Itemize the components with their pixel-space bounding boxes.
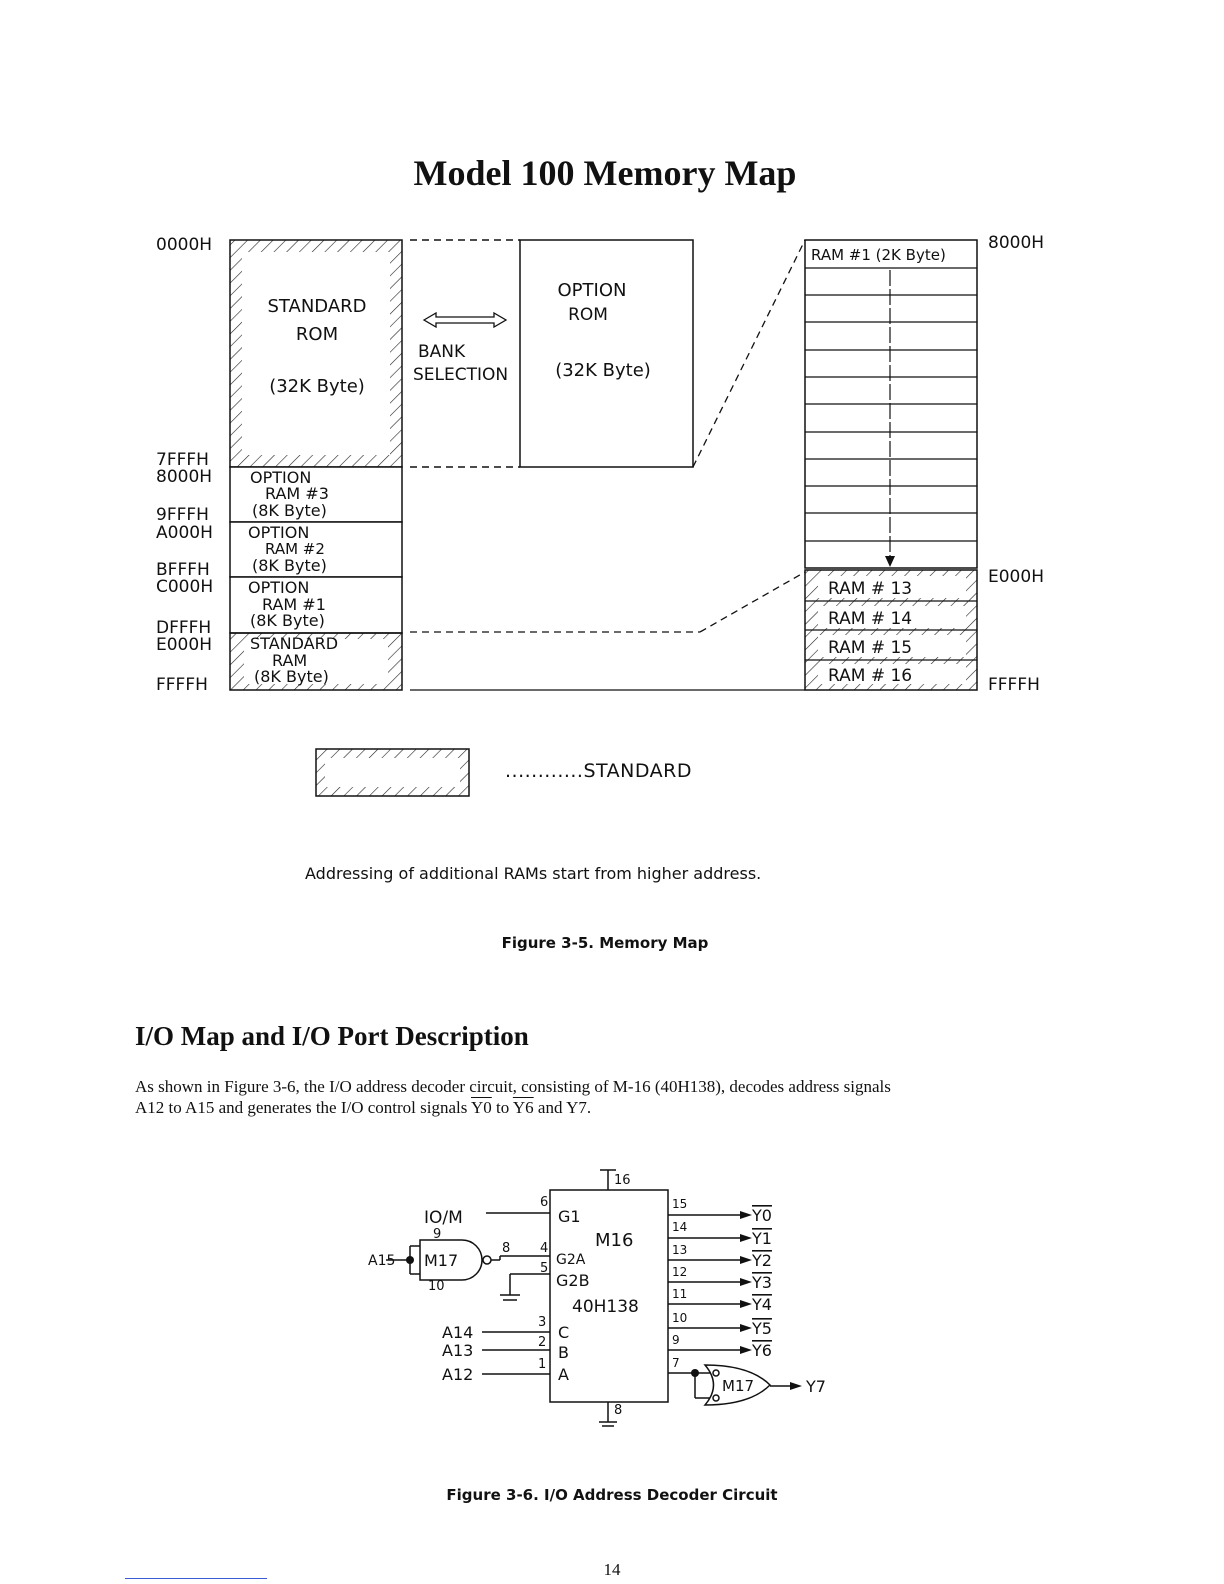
output-y1: Y1 xyxy=(751,1229,772,1248)
svg-text:9: 9 xyxy=(433,1227,441,1242)
svg-text:10: 10 xyxy=(672,1311,687,1325)
svg-text:RAM # 15: RAM # 15 xyxy=(828,638,912,658)
figure-3-6-caption: Figure 3-6. I/O Address Decoder Circuit xyxy=(446,1486,778,1504)
svg-text:11: 11 xyxy=(672,1287,687,1301)
standard-rom-line1: STANDARD xyxy=(267,296,366,317)
svg-text:(8K Byte): (8K Byte) xyxy=(250,611,325,630)
addr-dfffh: DFFFH xyxy=(156,618,211,638)
svg-text:ROM: ROM xyxy=(568,305,608,325)
svg-text:13: 13 xyxy=(672,1243,687,1257)
svg-text:3: 3 xyxy=(538,1315,546,1330)
output-y7: Y7 xyxy=(805,1377,826,1396)
svg-text:RAM #1: RAM #1 xyxy=(262,595,326,614)
svg-text:15: 15 xyxy=(672,1197,687,1211)
addr-c000h: C000H xyxy=(156,577,213,597)
chip-part: 40H138 xyxy=(572,1297,639,1317)
option-ram-3-block xyxy=(229,466,403,523)
addr-9fffh: 9FFFH xyxy=(156,505,209,525)
svg-text:OPTION: OPTION xyxy=(250,468,311,487)
pin-g2a: G2A xyxy=(556,1252,586,1268)
pin-b: B xyxy=(558,1343,569,1362)
svg-text:9: 9 xyxy=(672,1333,680,1347)
m16-chip xyxy=(549,1189,669,1403)
pin-gnd: 8 xyxy=(614,1403,622,1418)
addr-7fffh: 7FFFH xyxy=(156,450,209,470)
output-y2: Y2 xyxy=(751,1251,772,1270)
chip-name: M16 xyxy=(595,1230,633,1251)
addr-bfffh: BFFFH xyxy=(156,560,210,580)
bank-selection-arrow-icon xyxy=(422,311,508,329)
legend-standard-swatch xyxy=(315,748,470,797)
addr-e000h: E000H xyxy=(156,635,212,655)
svg-text:8: 8 xyxy=(502,1241,510,1256)
input-a14: A14 xyxy=(442,1323,473,1342)
svg-text:7: 7 xyxy=(672,1356,680,1370)
figure-3-5-caption: Figure 3-5. Memory Map xyxy=(501,934,709,952)
addr-0000h: 0000H xyxy=(156,235,212,255)
output-y3: Y3 xyxy=(751,1273,772,1292)
input-io-m: IO/M xyxy=(424,1208,463,1228)
svg-text:SELECTION: SELECTION xyxy=(413,365,508,385)
pin-a: A xyxy=(558,1365,569,1384)
svg-text:RAM #3: RAM #3 xyxy=(265,484,329,503)
svg-text:1: 1 xyxy=(538,1357,546,1372)
addr-right-ffffh: FFFFH xyxy=(988,675,1040,695)
svg-text:(8K Byte): (8K Byte) xyxy=(254,667,329,686)
addr-a000h: A000H xyxy=(156,523,213,543)
legend-label: ............STANDARD xyxy=(505,760,693,782)
pin-g2b: G2B xyxy=(556,1271,590,1290)
pin-c: C xyxy=(558,1323,569,1342)
svg-text:RAM #2: RAM #2 xyxy=(265,540,325,558)
memory-map-title: Model 100 Memory Map xyxy=(413,153,797,193)
svg-text:6: 6 xyxy=(540,1195,548,1210)
footnote-divider xyxy=(125,1578,267,1579)
input-a12: A12 xyxy=(442,1365,473,1384)
svg-text:14: 14 xyxy=(672,1220,687,1234)
pin-g1: G1 xyxy=(558,1207,581,1226)
svg-text:RAM # 13: RAM # 13 xyxy=(828,579,912,599)
addr-ffffh: FFFFH xyxy=(156,675,208,695)
output-y4: Y4 xyxy=(751,1295,772,1314)
svg-text:RAM: RAM xyxy=(272,651,307,670)
addr-right-8000h: 8000H xyxy=(988,233,1044,253)
svg-text:2: 2 xyxy=(538,1335,546,1350)
svg-text:RAM # 16: RAM # 16 xyxy=(828,666,912,686)
svg-text:10: 10 xyxy=(428,1279,445,1294)
svg-text:(32K Byte): (32K Byte) xyxy=(555,360,651,381)
svg-text:(8K Byte): (8K Byte) xyxy=(252,556,327,575)
svg-text:STANDARD: STANDARD xyxy=(250,634,338,653)
standard-rom-line2: ROM xyxy=(296,324,338,345)
svg-text:5: 5 xyxy=(540,1261,548,1276)
svg-text:(8K Byte): (8K Byte) xyxy=(252,501,327,520)
gate-name-2: M17 xyxy=(722,1377,754,1395)
page-number: 14 xyxy=(603,1560,621,1579)
output-y5: Y5 xyxy=(751,1319,772,1338)
svg-text:RAM # 14: RAM # 14 xyxy=(828,609,912,629)
svg-text:BANK: BANK xyxy=(418,342,466,362)
ram-top-label: RAM #1 (2K Byte) xyxy=(811,246,946,264)
io-section-heading: I/O Map and I/O Port Description xyxy=(135,1021,529,1051)
addr-8000h: 8000H xyxy=(156,467,212,487)
svg-text:4: 4 xyxy=(540,1241,548,1256)
io-section-paragraph: As shown in Figure 3-6, the I/O address … xyxy=(135,1077,891,1117)
pin-vcc: 16 xyxy=(614,1173,631,1188)
standard-rom-line3: (32K Byte) xyxy=(269,376,365,397)
addr-right-e000h: E000H xyxy=(988,567,1044,587)
io-decoder-circuit: M16 40H138 M17 M17 G1 G2A G2B C B A 6 4 … xyxy=(368,1169,826,1427)
svg-text:OPTION: OPTION xyxy=(248,578,309,597)
svg-text:OPTION: OPTION xyxy=(248,523,309,542)
svg-text:12: 12 xyxy=(672,1265,687,1279)
option-ram-2-block xyxy=(229,521,403,578)
svg-text:OPTION: OPTION xyxy=(558,280,627,301)
option-ram-1-block xyxy=(229,576,403,634)
gate-name-1: M17 xyxy=(424,1251,458,1270)
memory-map-note: Addressing of additional RAMs start from… xyxy=(305,864,762,883)
memory-map-diagram: STANDARD ROM (32K Byte) OPTION RAM #3 (8… xyxy=(156,233,1044,695)
output-y0: Y0 xyxy=(751,1206,772,1225)
option-rom-block xyxy=(519,239,694,468)
output-y6: Y6 xyxy=(751,1341,772,1360)
input-a13: A13 xyxy=(442,1341,473,1360)
input-a15: A15 xyxy=(368,1253,395,1269)
